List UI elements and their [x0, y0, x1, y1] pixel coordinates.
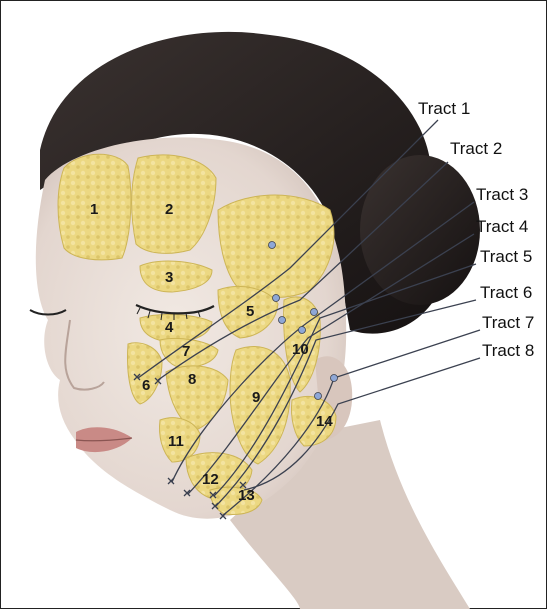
fat-compartment-temporal [218, 195, 334, 298]
tract-label-4: Tract 4 [476, 217, 528, 236]
compartment-label: 6 [142, 377, 150, 394]
compartment-label: 10 [292, 341, 309, 358]
compartment-label: 12 [202, 471, 219, 488]
compartment-label: 11 [168, 433, 184, 450]
hair-bun [360, 155, 480, 305]
cannula-entry-dot [273, 295, 280, 302]
compartment-label: 7 [182, 343, 190, 360]
cannula-entry-dot [299, 327, 306, 334]
tract-label-3: Tract 3 [476, 185, 528, 204]
tract-label-2: Tract 2 [450, 139, 502, 158]
compartment-label: 9 [252, 389, 260, 406]
compartment-label: 5 [246, 303, 254, 320]
compartment-label: 3 [165, 269, 173, 286]
cannula-entry-dot [279, 317, 286, 324]
compartment-label: 14 [316, 413, 333, 430]
tract-label-5: Tract 5 [480, 247, 532, 266]
tract-label-8: Tract 8 [482, 341, 534, 360]
tract-label-1: Tract 1 [418, 99, 470, 118]
compartment-label: 4 [165, 319, 174, 336]
compartment-label: 2 [165, 201, 173, 218]
tract-label-6: Tract 6 [480, 283, 532, 302]
compartment-label: 1 [90, 201, 98, 218]
tract-label-7: Tract 7 [482, 313, 534, 332]
compartment-label: 13 [238, 487, 255, 504]
cannula-entry-dot [331, 375, 338, 382]
compartment-label: 8 [188, 371, 196, 388]
cannula-entry-dot [311, 309, 318, 316]
cannula-entry-dot [315, 393, 322, 400]
cannula-entry-dot [269, 242, 276, 249]
